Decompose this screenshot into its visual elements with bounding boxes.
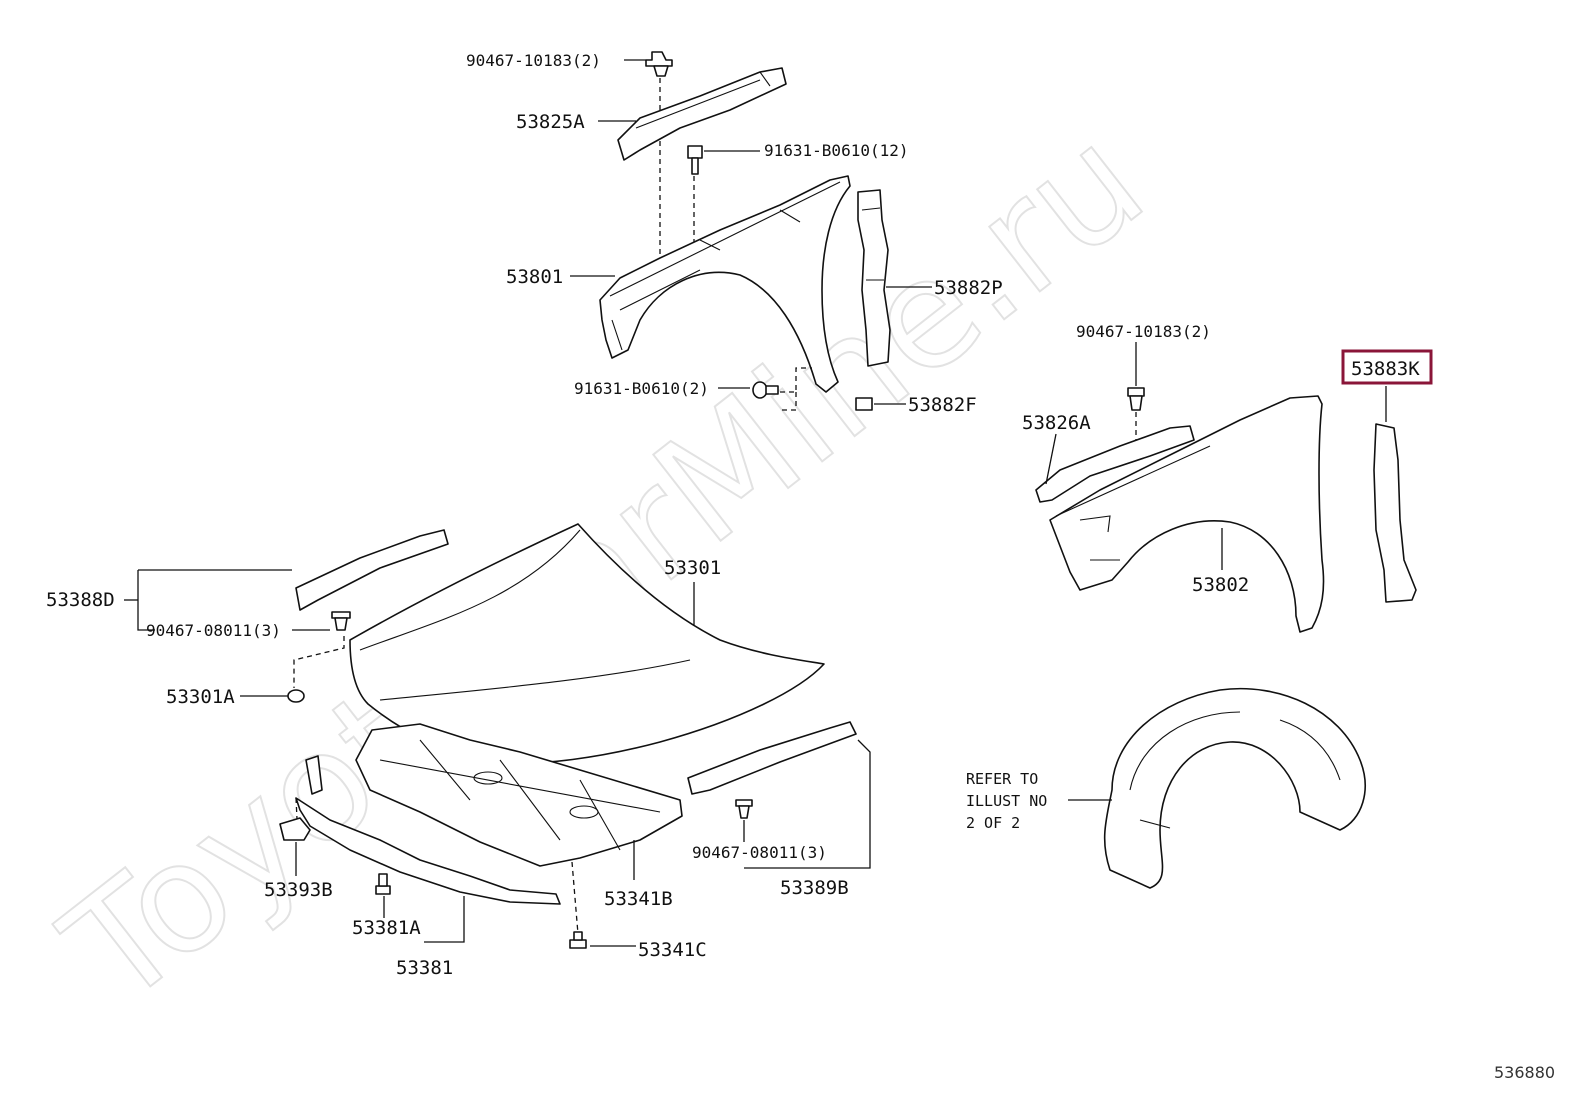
label-91631-b0610-12: 91631-B0610(12): [764, 141, 909, 160]
part-53393b-bumper[interactable]: [279, 817, 311, 841]
label-53882p: 53882P: [934, 277, 1003, 299]
note-line-2: ILLUST NO: [966, 792, 1047, 810]
clip-90467-10183-top: [645, 51, 673, 77]
label-90467-08011-left: 90467-08011(3): [146, 621, 281, 640]
clip-90467-08011-left: [331, 611, 351, 631]
part-53802-fender[interactable]: [1049, 395, 1325, 633]
label-53381a: 53381A: [352, 917, 421, 939]
part-53381-support[interactable]: [295, 797, 561, 905]
highlight-box-53883k: [1341, 349, 1433, 385]
label-53301: 53301: [664, 557, 721, 579]
label-53826a: 53826A: [1022, 412, 1091, 434]
clip-53381a[interactable]: [375, 873, 391, 895]
clip-53341c[interactable]: [569, 931, 587, 949]
label-53825a: 53825A: [516, 111, 585, 133]
label-53883k[interactable]: 53883K: [1351, 358, 1420, 380]
label-53393b: 53393B: [264, 879, 333, 901]
label-53381: 53381: [396, 957, 453, 979]
part-53301a-cushion[interactable]: [287, 689, 305, 703]
label-91631-b0610-2: 91631-B0610(2): [574, 379, 709, 398]
label-53802: 53802: [1192, 574, 1249, 596]
label-90467-08011-right: 90467-08011(3): [692, 843, 827, 862]
label-90467-10183-top: 90467-10183(2): [466, 51, 601, 70]
part-53388d-seal[interactable]: [295, 529, 449, 611]
clip-90467-08011-right: [735, 799, 753, 819]
note-line-1: REFER TO: [966, 770, 1038, 788]
label-53388d: 53388D: [46, 589, 115, 611]
part-53826a-seal[interactable]: [1035, 425, 1195, 503]
label-53301a: 53301A: [166, 686, 235, 708]
part-53882p-seal[interactable]: [857, 189, 891, 367]
part-53882f-clip[interactable]: [855, 397, 873, 411]
label-53341b: 53341B: [604, 888, 673, 910]
bolt-91631-b0610-12: [687, 145, 703, 175]
label-53341c: 53341C: [638, 939, 707, 961]
label-53801: 53801: [506, 266, 563, 288]
label-53882f: 53882F: [908, 394, 977, 416]
bolt-91631-b0610-2: [752, 381, 779, 399]
image-id: 536880: [1494, 1063, 1555, 1082]
part-53341b-hood-insulator[interactable]: [355, 723, 683, 867]
part-53883k-seal[interactable]: [1373, 423, 1417, 603]
part-53801-fender-liner-upper[interactable]: [599, 175, 851, 393]
label-53389b: 53389B: [780, 877, 849, 899]
clip-90467-10183-right: [1127, 387, 1145, 411]
note-line-3: 2 OF 2: [966, 814, 1020, 832]
part-fender-liner[interactable]: [1103, 687, 1366, 889]
label-90467-10183-right: 90467-10183(2): [1076, 322, 1211, 341]
part-53389b-seal[interactable]: [687, 721, 857, 795]
part-53825a-seal[interactable]: [617, 67, 787, 161]
